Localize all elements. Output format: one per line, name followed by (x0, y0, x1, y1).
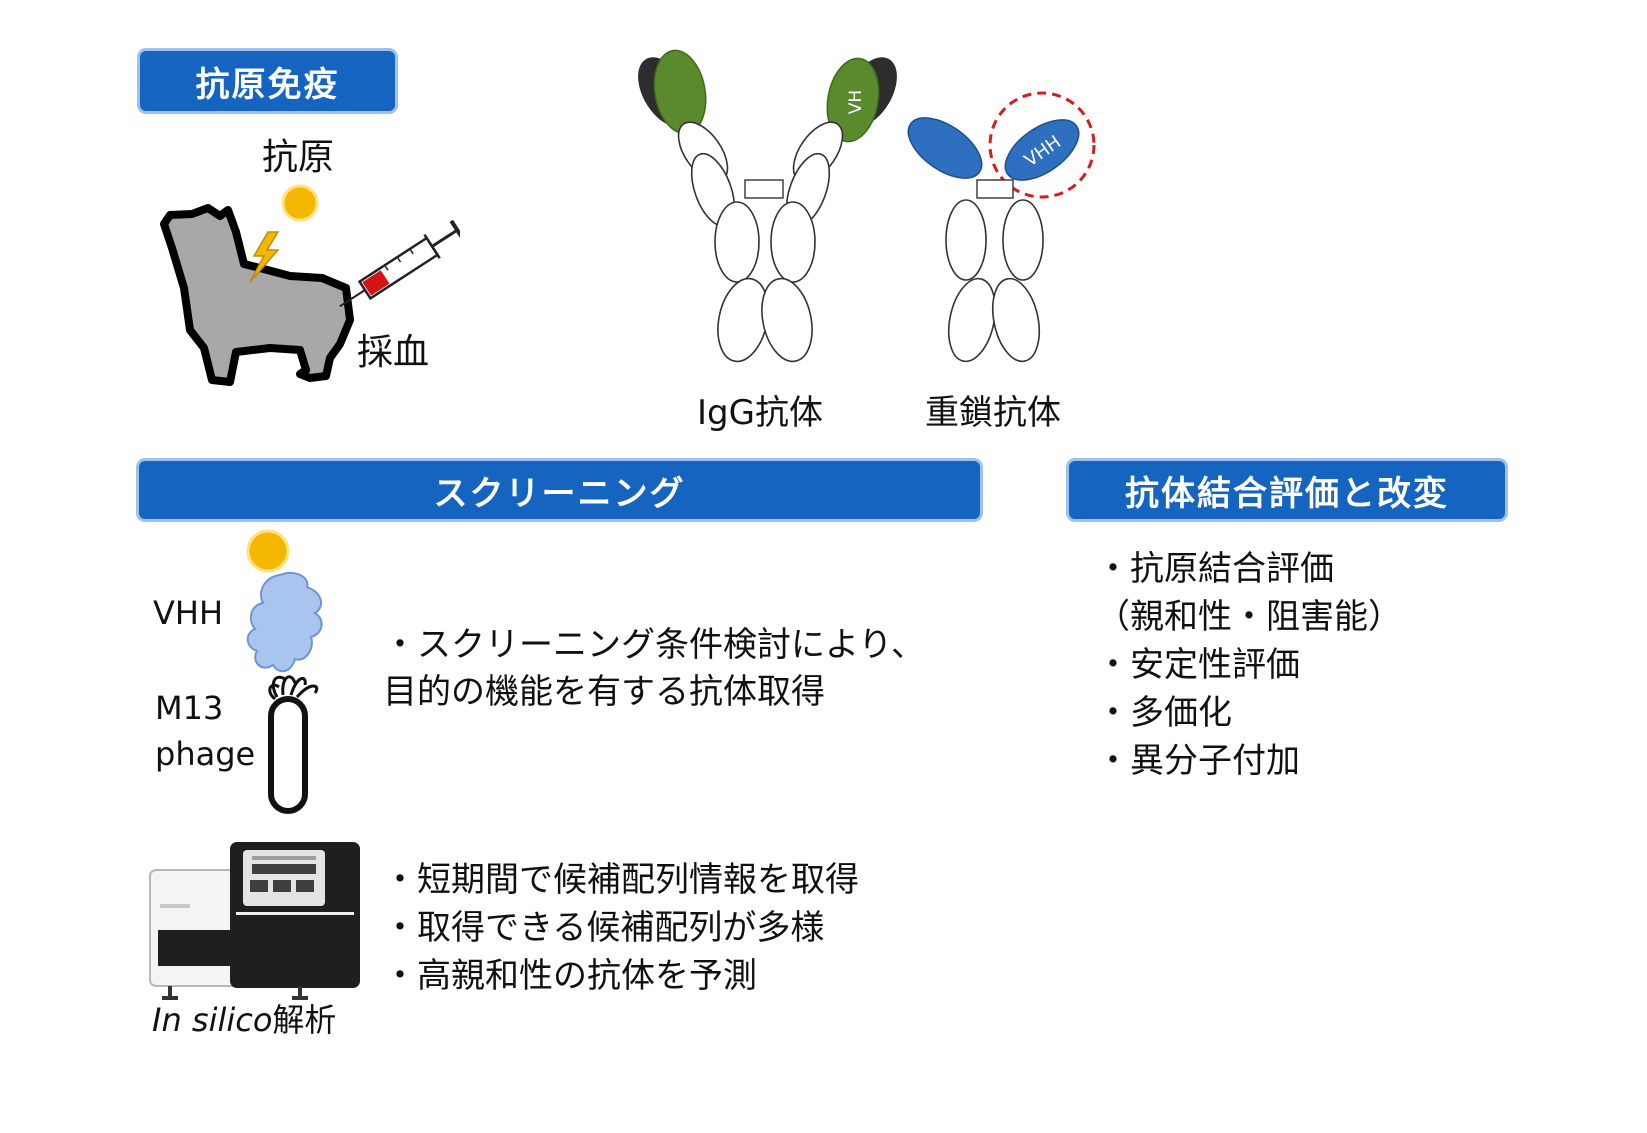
antigen-icon (281, 184, 319, 222)
insilico-point: ・高親和性の抗体を予測 (383, 956, 757, 996)
evaluation-points: ・抗原結合評価 （親和性・阻害能） ・安定性評価 ・多価化 ・異分子付加 (1096, 545, 1402, 785)
phage-antigen-icon (246, 529, 290, 573)
lightning-icon (249, 231, 280, 283)
vhh-domain-right (1004, 119, 1080, 181)
syringe-icon (339, 219, 460, 308)
vhh-label: VHH (153, 594, 224, 632)
vhh-protein-icon (246, 571, 323, 673)
m13-phage-body (268, 696, 308, 814)
evaluation-point: ・抗原結合評価 (1096, 549, 1334, 589)
phage-tail-fibers (268, 675, 319, 701)
vhh-highlight-circle (988, 91, 1096, 199)
insilico-analysis-label: In silico解析 (152, 995, 336, 1041)
vh-domain-right (826, 57, 880, 143)
phage-illustration (246, 529, 323, 814)
immunization-illustration (160, 184, 460, 386)
header-immunization: 抗原免疫 (137, 48, 398, 114)
screening-point: ・スクリーニング条件検討により、 (383, 625, 925, 665)
insilico-suffix-text: 解析 (272, 1001, 337, 1039)
evaluation-point: ・異分子付加 (1096, 741, 1300, 781)
phage-label: phage (155, 735, 256, 773)
igg-antibody-label: IgG抗体 (697, 393, 823, 433)
screening-points: ・スクリーニング条件検討により、 目的の機能を有する抗体取得 (383, 622, 925, 716)
vh-domain-label: VH (846, 90, 866, 114)
igg-antibody-diagram: VH (638, 49, 897, 363)
insilico-point: ・取得できる候補配列が多様 (383, 908, 825, 948)
m13-label: M13 (155, 689, 224, 727)
header-evaluation: 抗体結合評価と改変 (1066, 458, 1508, 522)
evaluation-point: （親和性・阻害能） (1096, 597, 1402, 637)
vhh-domain-left (907, 117, 983, 179)
heavy-chain-antibody-label: 重鎖抗体 (925, 393, 1061, 433)
alpaca-icon (160, 204, 354, 386)
insilico-italic-text: In silico (152, 1001, 273, 1039)
blood-sampling-label: 採血 (357, 332, 430, 373)
screening-point: 目的の機能を有する抗体取得 (383, 672, 825, 712)
sequencer-icon (149, 842, 360, 1000)
evaluation-point: ・多価化 (1096, 693, 1232, 733)
insilico-points: ・短期間で候補配列情報を取得 ・取得できる候補配列が多様 ・高親和性の抗体を予測 (383, 856, 859, 1000)
antigen-label: 抗原 (262, 137, 335, 178)
header-screening: スクリーニング (136, 458, 983, 522)
insilico-point: ・短期間で候補配列情報を取得 (383, 860, 859, 900)
evaluation-point: ・安定性評価 (1096, 645, 1300, 685)
heavy-chain-antibody-diagram: VHH (907, 91, 1096, 363)
